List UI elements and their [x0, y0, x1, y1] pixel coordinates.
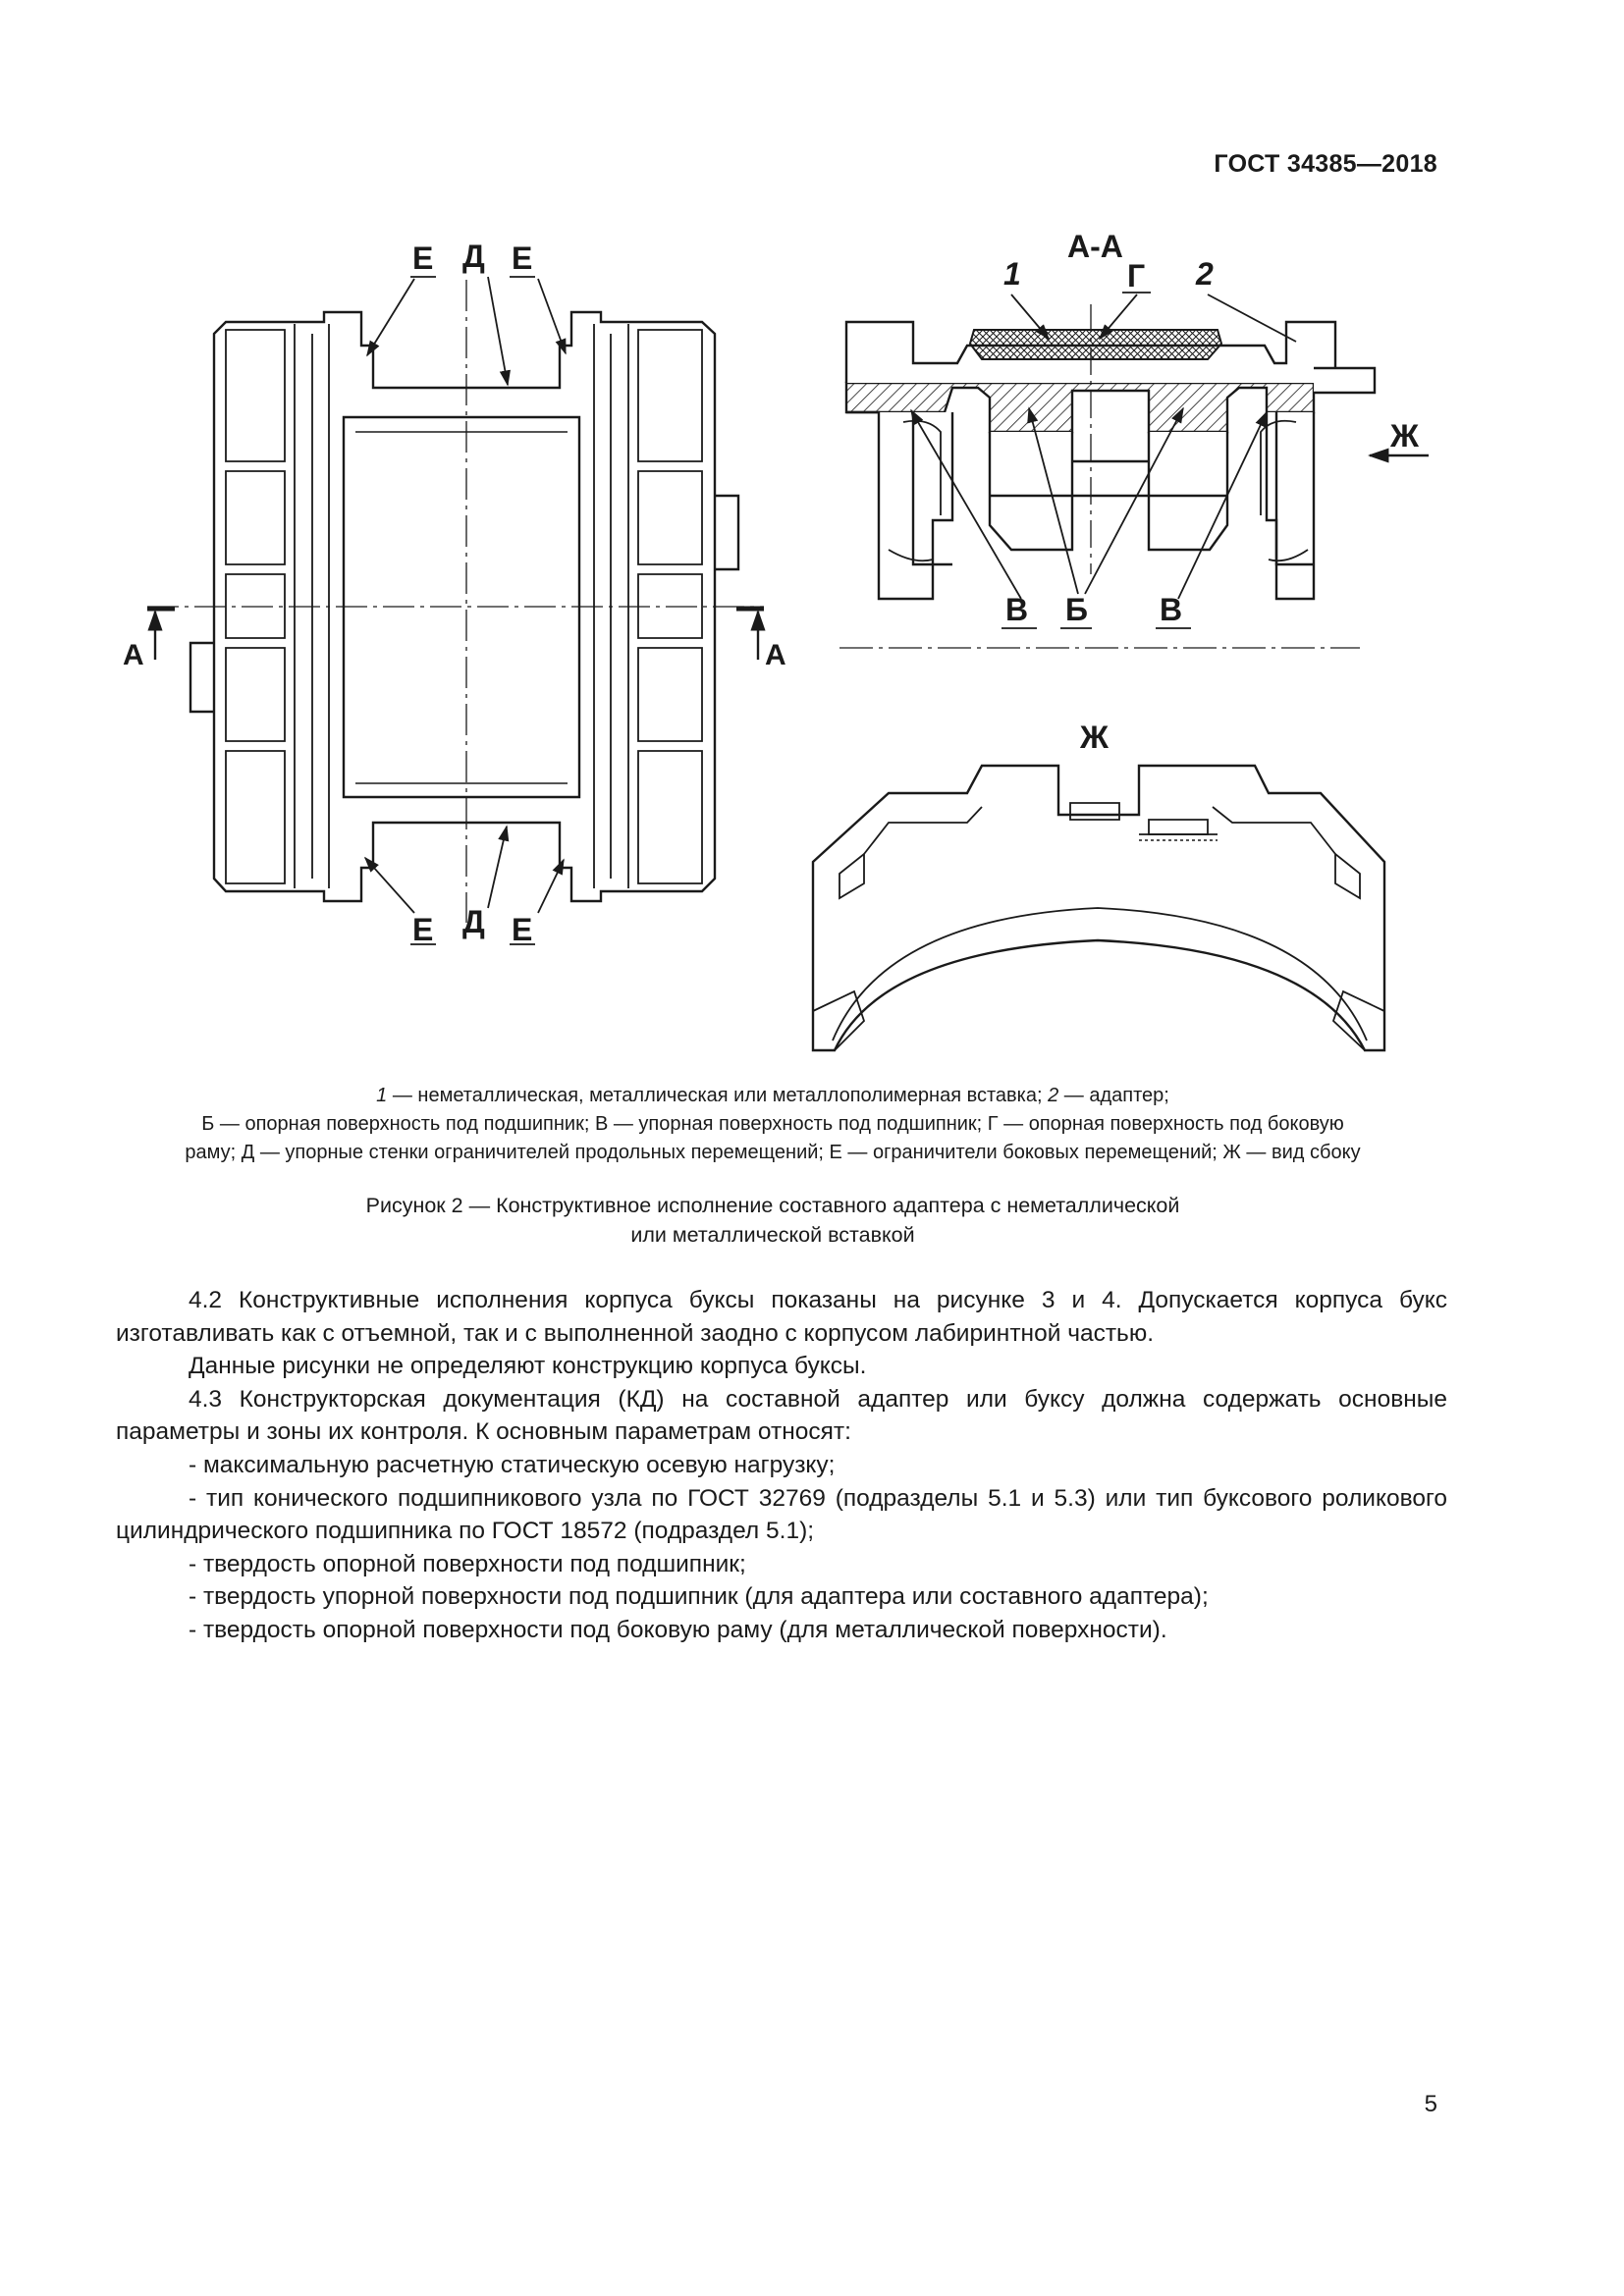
label-insert-number: 1: [1003, 256, 1021, 292]
figure-caption: Рисунок 2 — Конструктивное исполнение со…: [108, 1191, 1437, 1250]
label-d-bottom: Д: [462, 904, 485, 939]
body-text: 4.2 Конструктивные исполнения корпуса бу…: [116, 1284, 1447, 1647]
paragraph-4-2: 4.2 Конструктивные исполнения корпуса бу…: [116, 1287, 1447, 1347]
label-adapter-number: 2: [1195, 256, 1214, 292]
paragraph-note: Данные рисунки не определяют конструкцию…: [189, 1353, 867, 1380]
page-number: 5: [1424, 2091, 1437, 2117]
side-view: [811, 764, 1386, 1052]
list-item-support-hardness: - твердость опорной поверхности под подш…: [189, 1550, 746, 1577]
document-id: ГОСТ 34385—2018: [1214, 150, 1437, 178]
label-g: Г: [1127, 258, 1145, 294]
caption-line-2: или металлической вставкой: [630, 1223, 915, 1247]
list-item-bearing-type: - тип конического подшипникового узла по…: [116, 1484, 1447, 1545]
label-d-top: Д: [462, 239, 485, 274]
figure-2-drawing: А А Е Д Е Е Д Е А-А: [123, 229, 1429, 1052]
figure-legend: 1 — неметаллическая, металлическая или м…: [108, 1082, 1437, 1167]
list-item-load: - максимальную расчетную статическую осе…: [189, 1451, 836, 1478]
section-mark-left: А: [123, 639, 144, 671]
list-item-thrust-hardness: - твердость упорной поверхности под подш…: [189, 1583, 1209, 1611]
legend-item-1: 1: [376, 1085, 388, 1106]
section-title: А-А: [1067, 229, 1123, 264]
caption-line-1: Рисунок 2 — Конструктивное исполнение со…: [365, 1194, 1180, 1217]
paragraph-4-3: 4.3 Конструкторская документация (КД) на…: [116, 1385, 1447, 1446]
section-view: [844, 320, 1377, 601]
label-b: Б: [1065, 592, 1088, 627]
legend-line-3: раму; Д — упорные стенки ограничителей п…: [185, 1142, 1361, 1163]
label-e-bottom-right: Е: [512, 912, 532, 947]
view-arrow-label: Ж: [1389, 418, 1420, 454]
legend-line-1: 1 — неметаллическая, металлическая или м…: [376, 1085, 1169, 1106]
label-e-top-left: Е: [412, 240, 433, 276]
label-e-top-right: Е: [512, 240, 532, 276]
label-v-left: В: [1005, 592, 1028, 627]
list-item-frame-hardness: - твердость опорной поверхности под боко…: [189, 1616, 1167, 1643]
label-e-bottom-left: Е: [412, 912, 433, 947]
label-v-right: В: [1160, 592, 1182, 627]
section-mark-right: А: [765, 639, 786, 671]
side-view-title: Ж: [1079, 720, 1110, 755]
legend-item-2: 2: [1048, 1085, 1059, 1106]
legend-line-2: Б — опорная поверхность под подшипник; В…: [201, 1113, 1344, 1135]
